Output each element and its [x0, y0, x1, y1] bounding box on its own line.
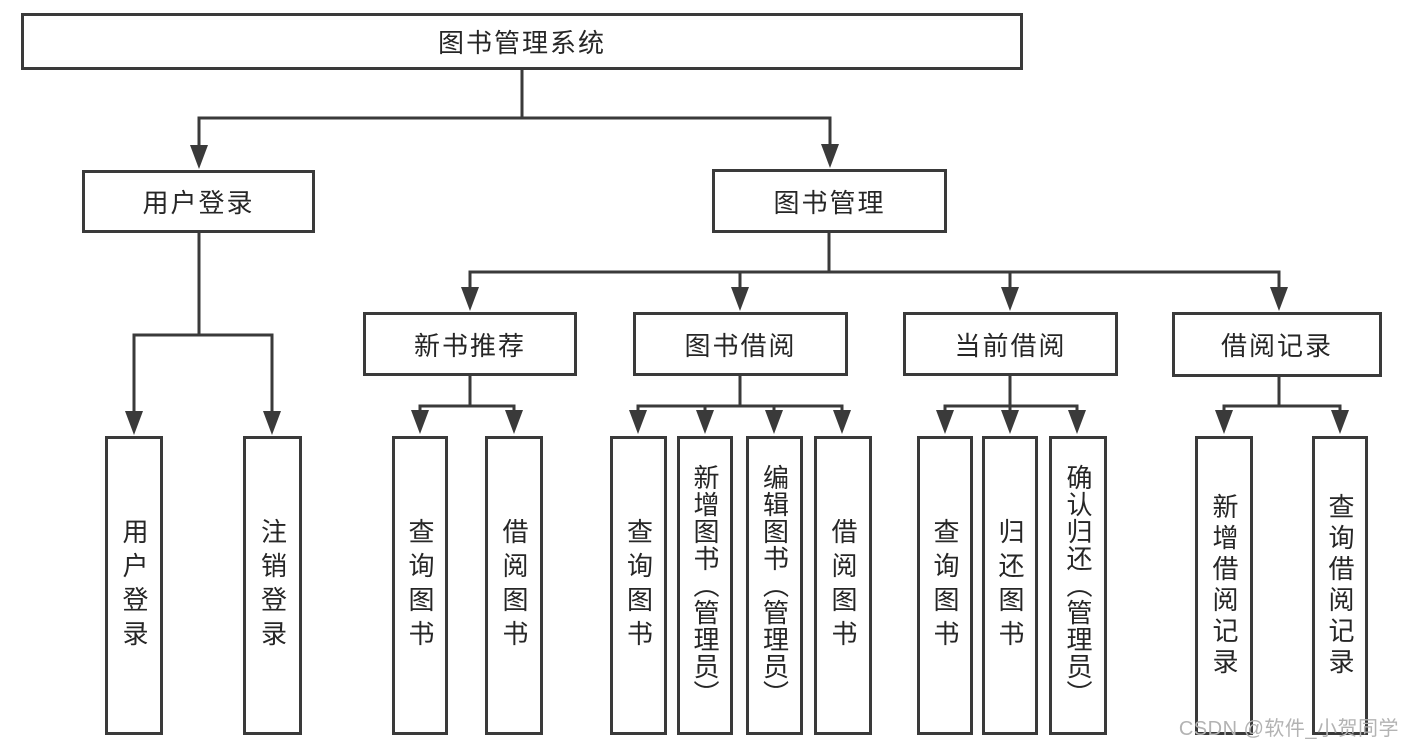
- leaf-query-books-3: 查询图书: [917, 436, 973, 735]
- node-new-book-recommend-label: 新书推荐: [413, 330, 526, 361]
- node-root-label: 图书管理系统: [437, 28, 606, 58]
- node-book-borrow-label: 图书借阅: [684, 330, 797, 361]
- node-borrow-records: 借阅记录: [1172, 312, 1382, 377]
- connector-newbooks-to-leaves: [418, 376, 516, 412]
- connector-bookborrow-to-leaves: [636, 376, 844, 412]
- leaf-borrow-books-2-label: 借阅图书: [828, 517, 858, 654]
- leaf-edit-books-admin-label: 编辑图书（管理员）: [759, 464, 790, 707]
- csdn-watermark: CSDN @软件_小贺同学: [1178, 718, 1399, 740]
- leaf-edit-books-admin: 编辑图书（管理员）: [746, 436, 803, 735]
- node-new-book-recommend: 新书推荐: [363, 312, 577, 376]
- connector-root-to-level2: [197, 69, 832, 147]
- leaf-query-borrow-record-label: 查询借阅记录: [1325, 492, 1355, 679]
- arrow-down-icon: [731, 287, 749, 311]
- node-current-borrow-label: 当前借阅: [954, 330, 1067, 361]
- arrow-down-icon: [1068, 410, 1086, 434]
- leaf-query-books-1-label: 查询图书: [405, 517, 435, 654]
- leaf-add-books-admin-label: 新增图书（管理员）: [690, 464, 720, 707]
- arrow-down-icon: [505, 410, 523, 434]
- arrowheads: [125, 144, 1349, 435]
- connector-records-to-leaves: [1222, 377, 1342, 412]
- leaf-add-borrow-record: 新增借阅记录: [1195, 436, 1253, 735]
- node-current-borrow: 当前借阅: [903, 312, 1118, 376]
- arrow-down-icon: [765, 410, 783, 434]
- arrow-down-icon: [461, 287, 479, 311]
- leaf-return-books-label: 归还图书: [995, 517, 1025, 654]
- arrow-down-icon: [1215, 410, 1233, 434]
- leaf-logout: 注销登录: [243, 436, 302, 735]
- leaf-user-login-label: 用户登录: [119, 517, 149, 654]
- arrow-down-icon: [821, 144, 839, 168]
- leaf-query-books-3-label: 查询图书: [930, 517, 960, 654]
- leaf-query-books-2-label: 查询图书: [623, 517, 654, 654]
- leaf-query-books-1: 查询图书: [392, 436, 448, 735]
- leaf-query-books-2: 查询图书: [610, 436, 667, 735]
- arrow-down-icon: [1331, 410, 1349, 434]
- arrow-down-icon: [696, 410, 714, 434]
- arrow-down-icon: [1270, 287, 1288, 311]
- leaf-add-books-admin: 新增图书（管理员）: [677, 436, 733, 735]
- node-book-management-label: 图书管理: [773, 187, 886, 218]
- arrow-down-icon: [411, 410, 429, 434]
- leaf-return-books: 归还图书: [982, 436, 1038, 735]
- arrow-down-icon: [263, 411, 281, 435]
- leaf-user-login: 用户登录: [105, 436, 163, 735]
- leaf-confirm-return-admin-label: 确认归还（管理员）: [1063, 464, 1093, 707]
- leaf-logout-label: 注销登录: [257, 517, 288, 654]
- arrow-down-icon: [1001, 287, 1019, 311]
- node-root: 图书管理系统: [21, 13, 1023, 70]
- leaf-query-borrow-record: 查询借阅记录: [1312, 436, 1368, 735]
- node-book-borrow: 图书借阅: [633, 312, 848, 376]
- arrow-down-icon: [125, 411, 143, 435]
- node-user-login: 用户登录: [82, 170, 315, 233]
- arrow-down-icon: [833, 410, 851, 434]
- node-borrow-records-label: 借阅记录: [1220, 331, 1333, 361]
- leaf-borrow-books-1-label: 借阅图书: [499, 517, 529, 654]
- node-book-management: 图书管理: [712, 169, 947, 233]
- connector-userlogin-to-leaves: [132, 233, 274, 414]
- connector-currentborrow-to-leaves: [943, 376, 1079, 412]
- leaf-confirm-return-admin: 确认归还（管理员）: [1049, 436, 1107, 735]
- arrow-down-icon: [190, 145, 208, 169]
- leaf-borrow-books-1: 借阅图书: [485, 436, 543, 735]
- connector-bookmgmt-to-level3: [468, 233, 1281, 289]
- arrow-down-icon: [936, 410, 954, 434]
- arrow-down-icon: [629, 410, 647, 434]
- leaf-borrow-books-2: 借阅图书: [814, 436, 872, 735]
- leaf-add-borrow-record-label: 新增借阅记录: [1209, 492, 1239, 679]
- node-user-login-label: 用户登录: [142, 188, 255, 218]
- arrow-down-icon: [1001, 410, 1019, 434]
